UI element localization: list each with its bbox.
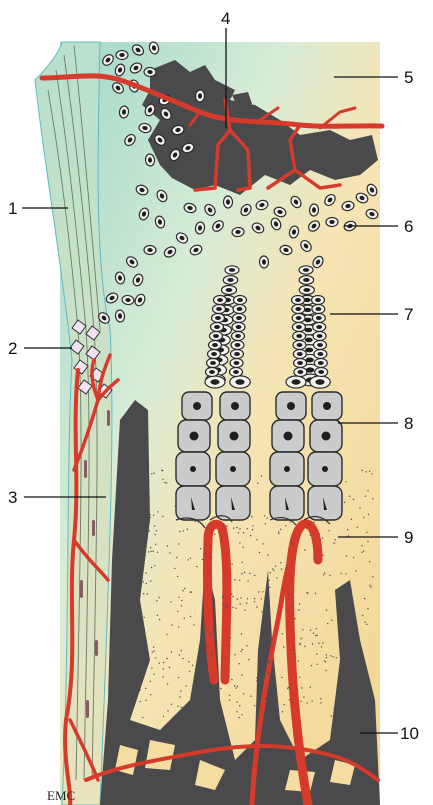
label-5: 5 bbox=[404, 68, 413, 87]
label-6: 6 bbox=[404, 217, 413, 236]
label-2: 2 bbox=[8, 339, 17, 358]
label-8: 8 bbox=[404, 414, 413, 433]
label-7: 7 bbox=[404, 305, 413, 324]
label-1: 1 bbox=[8, 199, 17, 218]
credit-logo: EMC bbox=[47, 788, 75, 803]
label-3: 3 bbox=[8, 488, 17, 507]
label-9: 9 bbox=[404, 528, 413, 547]
label-10: 10 bbox=[400, 724, 419, 743]
label-4: 4 bbox=[221, 9, 230, 28]
